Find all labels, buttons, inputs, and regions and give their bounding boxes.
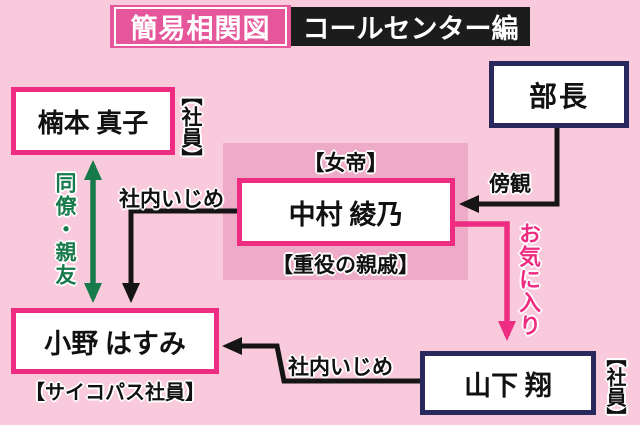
person-box-kusumoto: 楠本 真子	[11, 87, 175, 155]
person-box-yamashita: 山下 翔	[420, 351, 596, 415]
arrow-ijime-top	[122, 208, 237, 303]
tag-kusumoto-employee: 【社員】	[179, 85, 203, 169]
title-main-box: 簡易相関図	[110, 5, 291, 48]
relation-label-douryou: 同僚・親友	[53, 172, 77, 287]
person-name-bucho: 部長	[528, 81, 589, 113]
relation-label-ijime-bottom: 社内いじめ	[288, 355, 393, 379]
person-box-bucho: 部長	[489, 61, 629, 128]
tag-nakamura-empress: 【女帝】	[303, 151, 388, 175]
relation-label-ijime-top: 社内いじめ	[119, 187, 224, 211]
tag-yamashita-employee: 【社員】	[603, 347, 625, 425]
person-name-yamashita: 山下 翔	[464, 370, 552, 401]
person-name-ono: 小野 はすみ	[44, 328, 186, 359]
title-main-text: 簡易相関図	[114, 7, 287, 46]
relation-label-okiniiri: お気に入り	[516, 222, 541, 337]
tag-ono-psychopath: 【サイコパス社員】	[25, 382, 205, 404]
person-box-ono: 小野 はすみ	[11, 308, 219, 374]
relation-label-bokan: 傍観	[489, 172, 531, 196]
person-name-nakamura: 中村 綾乃	[288, 199, 404, 230]
person-box-nakamura: 中村 綾乃	[237, 178, 455, 246]
title-edition-box: コールセンター編	[291, 7, 530, 46]
person-name-kusumoto: 楠本 真子	[37, 108, 149, 138]
tag-nakamura-relative: 【重役の親戚】	[272, 253, 419, 277]
